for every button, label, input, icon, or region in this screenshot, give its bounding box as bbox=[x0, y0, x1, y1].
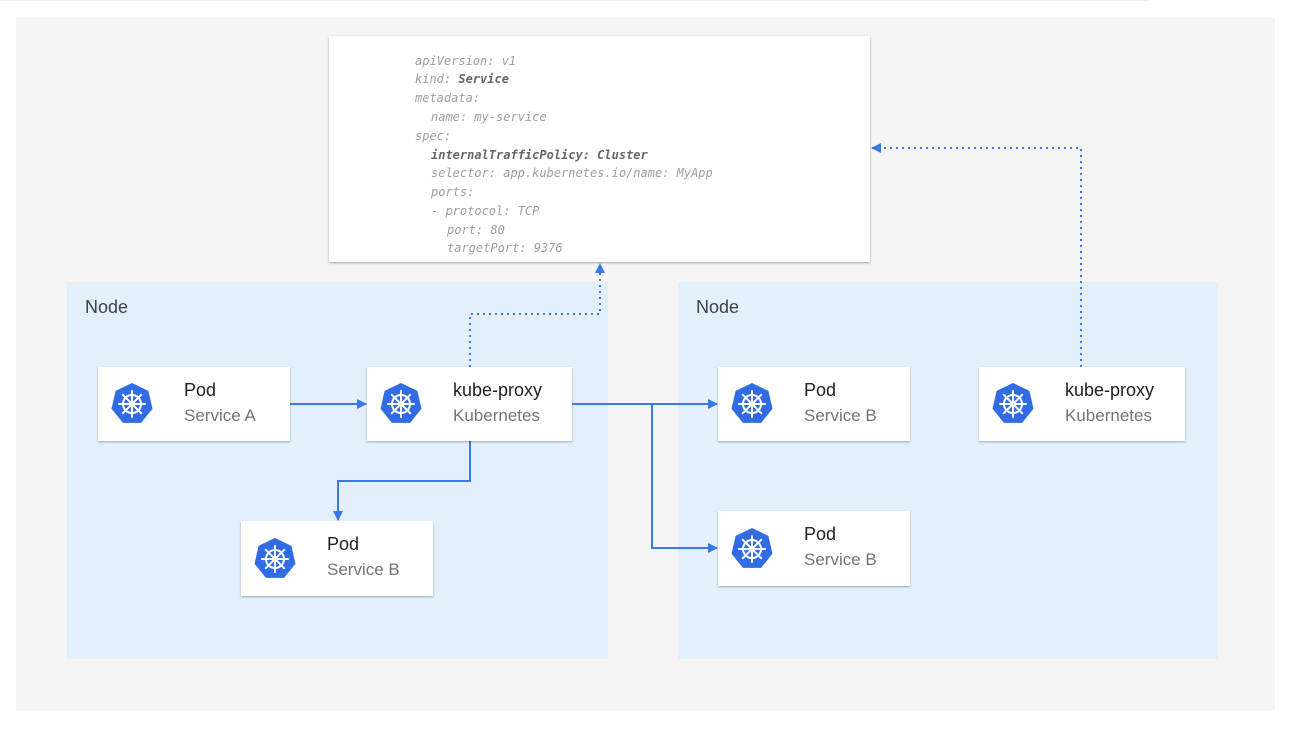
card-subtitle: Service B bbox=[327, 560, 400, 579]
kubernetes-icon bbox=[110, 382, 154, 424]
kubernetes-icon bbox=[379, 382, 423, 424]
pod-service-b-right1-card[interactable]: Pod Service B bbox=[718, 367, 910, 441]
yaml-line: selector: app.kubernetes.io/name: MyApp bbox=[431, 166, 713, 180]
yaml-line: port: 80 bbox=[447, 223, 505, 237]
pod-service-b-left-card[interactable]: Pod Service B bbox=[241, 521, 433, 596]
yaml-line: targetPort: 9376 bbox=[447, 241, 563, 255]
card-title: kube-proxy bbox=[1065, 380, 1155, 400]
card-subtitle: Service B bbox=[804, 406, 877, 425]
kubernetes-icon bbox=[730, 526, 774, 569]
dotted-proxy-left-to-service bbox=[469, 263, 605, 367]
card-subtitle: Service A bbox=[184, 406, 256, 425]
yaml-line: metadata: bbox=[415, 91, 481, 105]
card-subtitle: Kubernetes bbox=[453, 406, 540, 425]
node-label: Node bbox=[85, 297, 129, 317]
kube-proxy-right-card[interactable]: kube-proxy Kubernetes bbox=[979, 367, 1185, 441]
card-title: Pod bbox=[804, 380, 837, 400]
yaml-line: kind: Service bbox=[415, 72, 509, 86]
node-right: Node bbox=[678, 282, 1218, 659]
kubernetes-icon bbox=[253, 536, 297, 579]
yaml-key: kind: bbox=[415, 72, 459, 86]
node-left: Node bbox=[67, 282, 608, 659]
node-label: Node bbox=[696, 297, 740, 317]
pod-service-b-right2-card[interactable]: Pod Service B bbox=[718, 511, 910, 586]
card-subtitle: Kubernetes bbox=[1065, 406, 1152, 425]
service-yaml-card: apiVersion: v1 kind: Service metadata: n… bbox=[329, 36, 870, 262]
yaml-line: name: my-service bbox=[431, 110, 547, 124]
card-subtitle: Service B bbox=[804, 550, 877, 569]
arrow-proxy-to-podb-left bbox=[333, 441, 471, 521]
kubernetes-icon bbox=[730, 382, 774, 424]
kubernetes-icon bbox=[991, 382, 1035, 424]
yaml-line: - protocol: TCP bbox=[431, 204, 540, 218]
card-title: Pod bbox=[804, 524, 837, 544]
yaml-line: apiVersion: v1 bbox=[415, 54, 517, 68]
kube-proxy-left-card[interactable]: kube-proxy Kubernetes bbox=[367, 367, 572, 441]
dotted-proxy-right-to-service bbox=[871, 143, 1082, 367]
pod-service-a-card[interactable]: Pod Service A bbox=[98, 367, 290, 441]
yaml-value: Service bbox=[458, 72, 509, 86]
top-divider bbox=[0, 0, 1150, 1]
yaml-line: ports: bbox=[431, 185, 475, 199]
card-title: Pod bbox=[184, 380, 217, 400]
card-title: Pod bbox=[327, 534, 360, 554]
yaml-line: spec: bbox=[415, 129, 452, 143]
card-title: kube-proxy bbox=[453, 380, 543, 400]
yaml-line-traffic-policy: internalTrafficPolicy: Cluster bbox=[431, 148, 648, 162]
arrow-proxy-to-podb-right2 bbox=[651, 404, 718, 553]
